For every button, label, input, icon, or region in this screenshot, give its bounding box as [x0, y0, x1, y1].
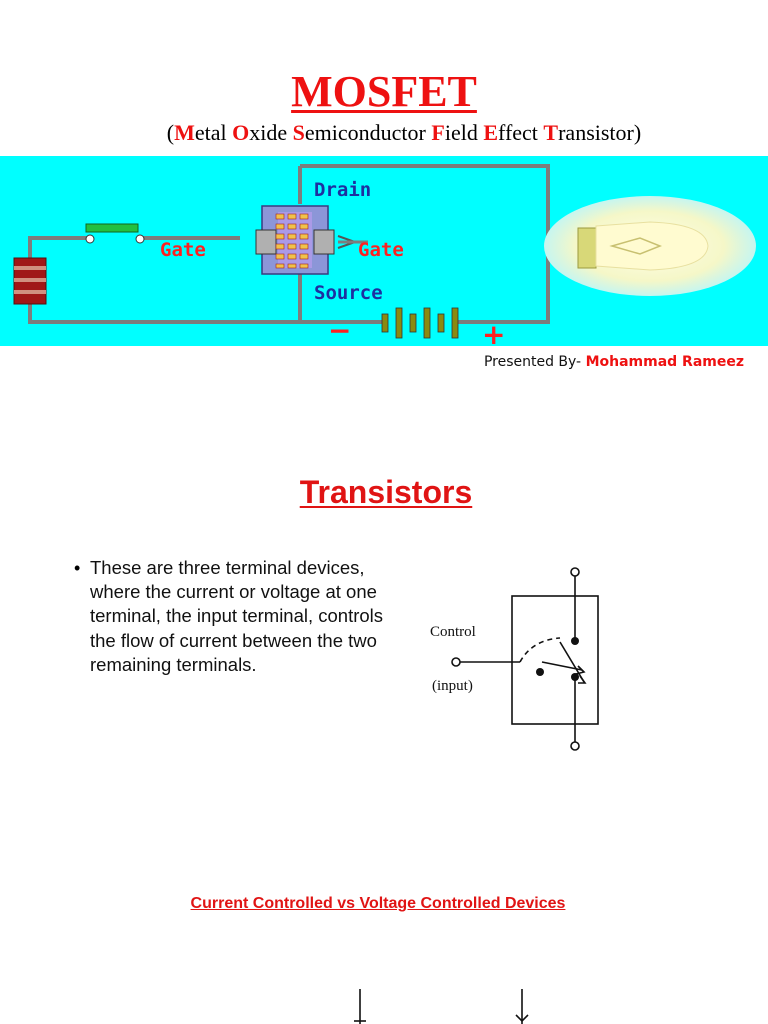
- subtitle-word-1-cap: O: [232, 120, 250, 145]
- bullet-marker: •: [74, 558, 81, 578]
- terminal-top: [570, 567, 580, 577]
- contact-middle: [536, 668, 544, 676]
- gate-right-label: Gate: [358, 239, 404, 261]
- partial-device-diagram: [354, 989, 529, 1024]
- three-terminal-switch-diagram: Control (input): [420, 550, 620, 765]
- subtitle-word-4-rest: ffect: [498, 120, 538, 145]
- partial-diagram-lines: [354, 989, 529, 1024]
- gate-left-label: Gate: [160, 239, 206, 261]
- subtitle-word-0-cap: M: [174, 120, 195, 145]
- subtitle-word-3-cap: F: [431, 120, 445, 145]
- resistor: [13, 257, 47, 305]
- mosfet-chip: [255, 205, 368, 275]
- subtitle-word-2-rest: emiconductor: [304, 120, 426, 145]
- presenter-prefix: Presented By-: [483, 354, 586, 370]
- drain-label: Drain: [314, 179, 371, 201]
- subtitle-word-0-rest: etal: [194, 120, 227, 145]
- paren-open: (: [166, 120, 175, 145]
- push-switch: [85, 223, 145, 244]
- terminal-input: [451, 657, 461, 667]
- diagram-background: [420, 550, 620, 765]
- slide-title-current-vs-voltage: Current Controlled vs Voltage Controlled…: [190, 895, 566, 912]
- mosfet-expansion-subtitle: (Metal Oxide Semiconductor Field Effect …: [0, 118, 768, 148]
- contact-upper: [571, 637, 579, 645]
- subtitle-word-3-rest: ield: [444, 120, 478, 145]
- subtitle-word-1-rest: xide: [249, 120, 288, 145]
- mosfet-circuit-diagram: Drain Source Gate Gate − +: [0, 156, 768, 346]
- battery: [381, 307, 459, 339]
- presenter-credit: Presented By- Mohammad Rameez: [484, 354, 744, 370]
- contact-lower: [571, 673, 579, 681]
- light-bulb: [544, 196, 756, 296]
- subtitle-word-2-cap: S: [292, 120, 305, 145]
- subtitle-word-5-rest: ransistor: [558, 120, 634, 145]
- terminal-bottom: [570, 741, 580, 751]
- battery-plus-sign: +: [482, 318, 505, 346]
- presenter-name: Mohammad Rameez: [585, 354, 744, 370]
- control-label: Control: [430, 624, 476, 640]
- slide-title-mosfet: MOSFET: [291, 67, 477, 116]
- paren-close: ): [633, 120, 642, 145]
- subtitle-word-4-cap: E: [483, 120, 499, 145]
- switch-diagram-lines: [460, 576, 599, 742]
- battery-minus-sign: −: [328, 314, 351, 346]
- subtitle-word-5-cap: T: [543, 120, 559, 145]
- transistor-definition-text: These are three terminal devices, where …: [90, 557, 384, 675]
- slide-title-transistors: Transistors: [299, 474, 473, 510]
- source-label: Source: [314, 282, 383, 304]
- input-label: (input): [432, 678, 473, 694]
